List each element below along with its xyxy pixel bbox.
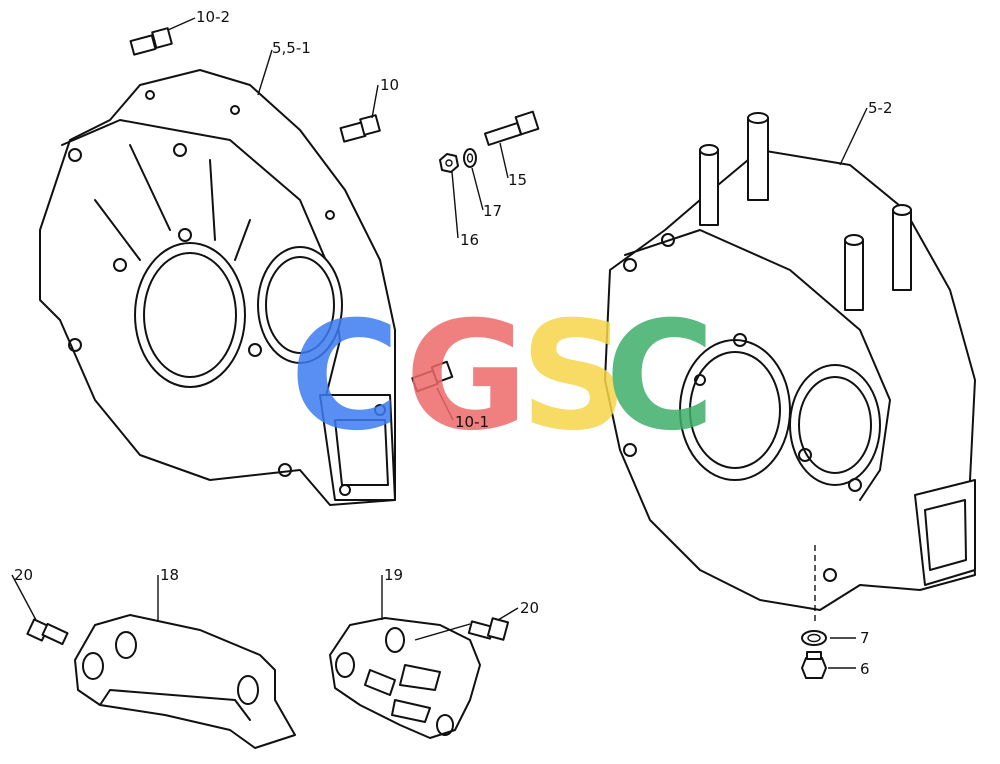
part-labels: 10-2 5,5-1 10 15 17 16 5-2 10-1 20 18 19… <box>14 8 893 678</box>
bolt-10-1 <box>411 360 454 393</box>
label-7: 7 <box>860 629 870 647</box>
nut-16 <box>439 153 459 173</box>
washer-17 <box>463 148 477 168</box>
label-5-2: 5-2 <box>868 99 893 117</box>
label-10-2: 10-2 <box>196 8 230 26</box>
watermark-letter-c2: C <box>605 290 715 464</box>
watermark-letter-g: G <box>405 290 528 464</box>
label-20-right: 20 <box>520 599 539 617</box>
bracket-18 <box>74 614 296 749</box>
leader-lines <box>11 17 868 669</box>
label-18: 18 <box>160 566 179 584</box>
plug-6 <box>801 651 827 679</box>
bolt-20-left <box>26 618 69 646</box>
bolt-10 <box>339 114 381 143</box>
label-20-left: 20 <box>14 566 33 584</box>
watermark-letter-s: S <box>520 290 628 464</box>
label-17: 17 <box>483 202 502 220</box>
label-16: 16 <box>460 231 479 249</box>
bracket-19 <box>329 617 481 739</box>
flywheel-housing-left <box>39 69 396 506</box>
watermark-letter-c1: C <box>290 290 400 464</box>
flywheel-housing-right <box>604 112 976 625</box>
bolt-10-2 <box>129 27 173 56</box>
label-6: 6 <box>860 660 870 678</box>
washer-7 <box>801 630 827 646</box>
bolt-15 <box>483 110 540 146</box>
label-10-1: 10-1 <box>455 413 489 431</box>
watermark: C G S C <box>290 290 715 464</box>
label-15: 15 <box>508 171 527 189</box>
label-10: 10 <box>380 76 399 94</box>
bolt-20-right <box>467 617 510 641</box>
label-5-5-1: 5,5-1 <box>272 39 311 57</box>
label-19: 19 <box>384 566 403 584</box>
